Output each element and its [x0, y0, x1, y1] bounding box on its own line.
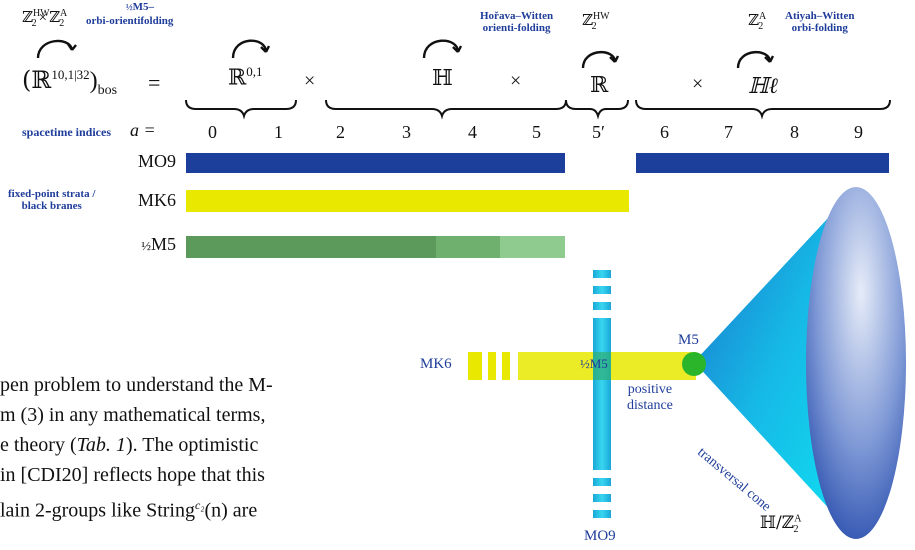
mk6-row-label: MK6: [137, 190, 176, 210]
index-8: 8: [790, 122, 799, 142]
index-2: 2: [336, 122, 345, 142]
index-3: 3: [402, 122, 411, 142]
cone-base-ellipse: [806, 187, 906, 539]
mo9-diagram-label: MO9: [584, 528, 616, 544]
overlap-region: [593, 352, 611, 380]
index-0: 0: [208, 122, 217, 142]
h-factor: ℍ: [432, 66, 453, 91]
z2-hw: ℤHW2: [582, 11, 610, 32]
mk6-stripe-3: [502, 352, 510, 380]
index-1: 1: [274, 122, 283, 142]
brace-r: [565, 99, 629, 120]
mk6-stripe-2: [488, 352, 496, 380]
arrow-icon-r: [581, 50, 617, 69]
paragraph-line-5: lain 2-groups like Stringc₂(n) are: [0, 498, 258, 522]
index-symbol: a =: [130, 120, 156, 140]
orbi-orienti-annotation: orbi-orientifolding: [86, 15, 174, 27]
times-3: ×: [692, 73, 704, 95]
index-7: 7: [724, 122, 733, 142]
half-m5-row-label: ½M5: [141, 234, 176, 254]
index-4: 4: [468, 122, 477, 142]
equals-sign: =: [148, 70, 161, 95]
brace-h: [325, 99, 567, 120]
paragraph-line-1: pen problem to understand the M-: [0, 374, 273, 396]
half-m5-diagram-label: ½M5: [580, 356, 608, 371]
z2-a: ℤA2: [748, 11, 767, 32]
half-m5-bar-c: [500, 236, 565, 258]
half-m5-annotation: ½M5–: [125, 1, 155, 13]
mk6-bar: [186, 190, 629, 212]
lhs-spacetime: (ℝ10,1|32)bos: [22, 66, 118, 98]
m5-dot: [682, 352, 706, 376]
arrow-icon-lhs: [36, 39, 74, 59]
times-1: ×: [304, 70, 316, 92]
action-arrows: [36, 39, 775, 69]
strata-annotation: fixed-point strata / black branes: [8, 188, 96, 212]
underbraces: [185, 99, 891, 120]
group-product: ℤHW2×ℤA2: [22, 8, 68, 29]
paragraph-line-2: m (3) in any mathematical terms,: [0, 404, 266, 426]
spacetime-indices-label: spacetime indices: [22, 125, 111, 139]
mo9-bar-left: [186, 153, 565, 173]
mk6-stripe-1: [468, 352, 482, 380]
times-2: ×: [510, 70, 522, 92]
body-paragraph: pen problem to understand the M- m (3) i…: [0, 370, 273, 526]
r-factor: ℝ: [590, 73, 609, 98]
r01-factor: ℝ0,1: [228, 64, 263, 91]
table-reference[interactable]: Tab. 1: [76, 434, 126, 456]
mo9-row-label: MO9: [137, 151, 176, 171]
m5-diagram-label: M5: [678, 332, 699, 348]
positive-distance-label: positive distance: [627, 382, 673, 413]
horava-witten-annotation: Hořava–Witten orienti-folding: [480, 10, 554, 34]
arrow-icon-hl: [736, 50, 772, 69]
half-m5-bar-a: [186, 236, 436, 258]
index-5prime: 5′: [592, 122, 605, 142]
mo9-bar-right: [636, 153, 889, 173]
quotient-label: ℍ/ℤA2: [760, 513, 802, 536]
index-9: 9: [854, 122, 863, 142]
index-6: 6: [660, 122, 669, 142]
atiyah-witten-annotation: Atiyah–Witten orbi-folding: [785, 10, 855, 34]
index-5: 5: [532, 122, 541, 142]
mk6-diagram-label: MK6: [420, 356, 452, 372]
half-m5-bar-b: [436, 236, 500, 258]
arrow-icon-h: [422, 39, 460, 59]
hl-factor: ℍℓ: [748, 74, 778, 99]
mo9-vertical: [593, 270, 611, 518]
paragraph-line-4: in [CDI20] reflects hope that this: [0, 464, 265, 486]
brace-r01: [185, 99, 297, 120]
paragraph-line-3: e theory (Tab. 1). The optimistic: [0, 434, 259, 456]
arrow-icon-r01: [231, 39, 268, 59]
brace-hl: [635, 99, 891, 120]
